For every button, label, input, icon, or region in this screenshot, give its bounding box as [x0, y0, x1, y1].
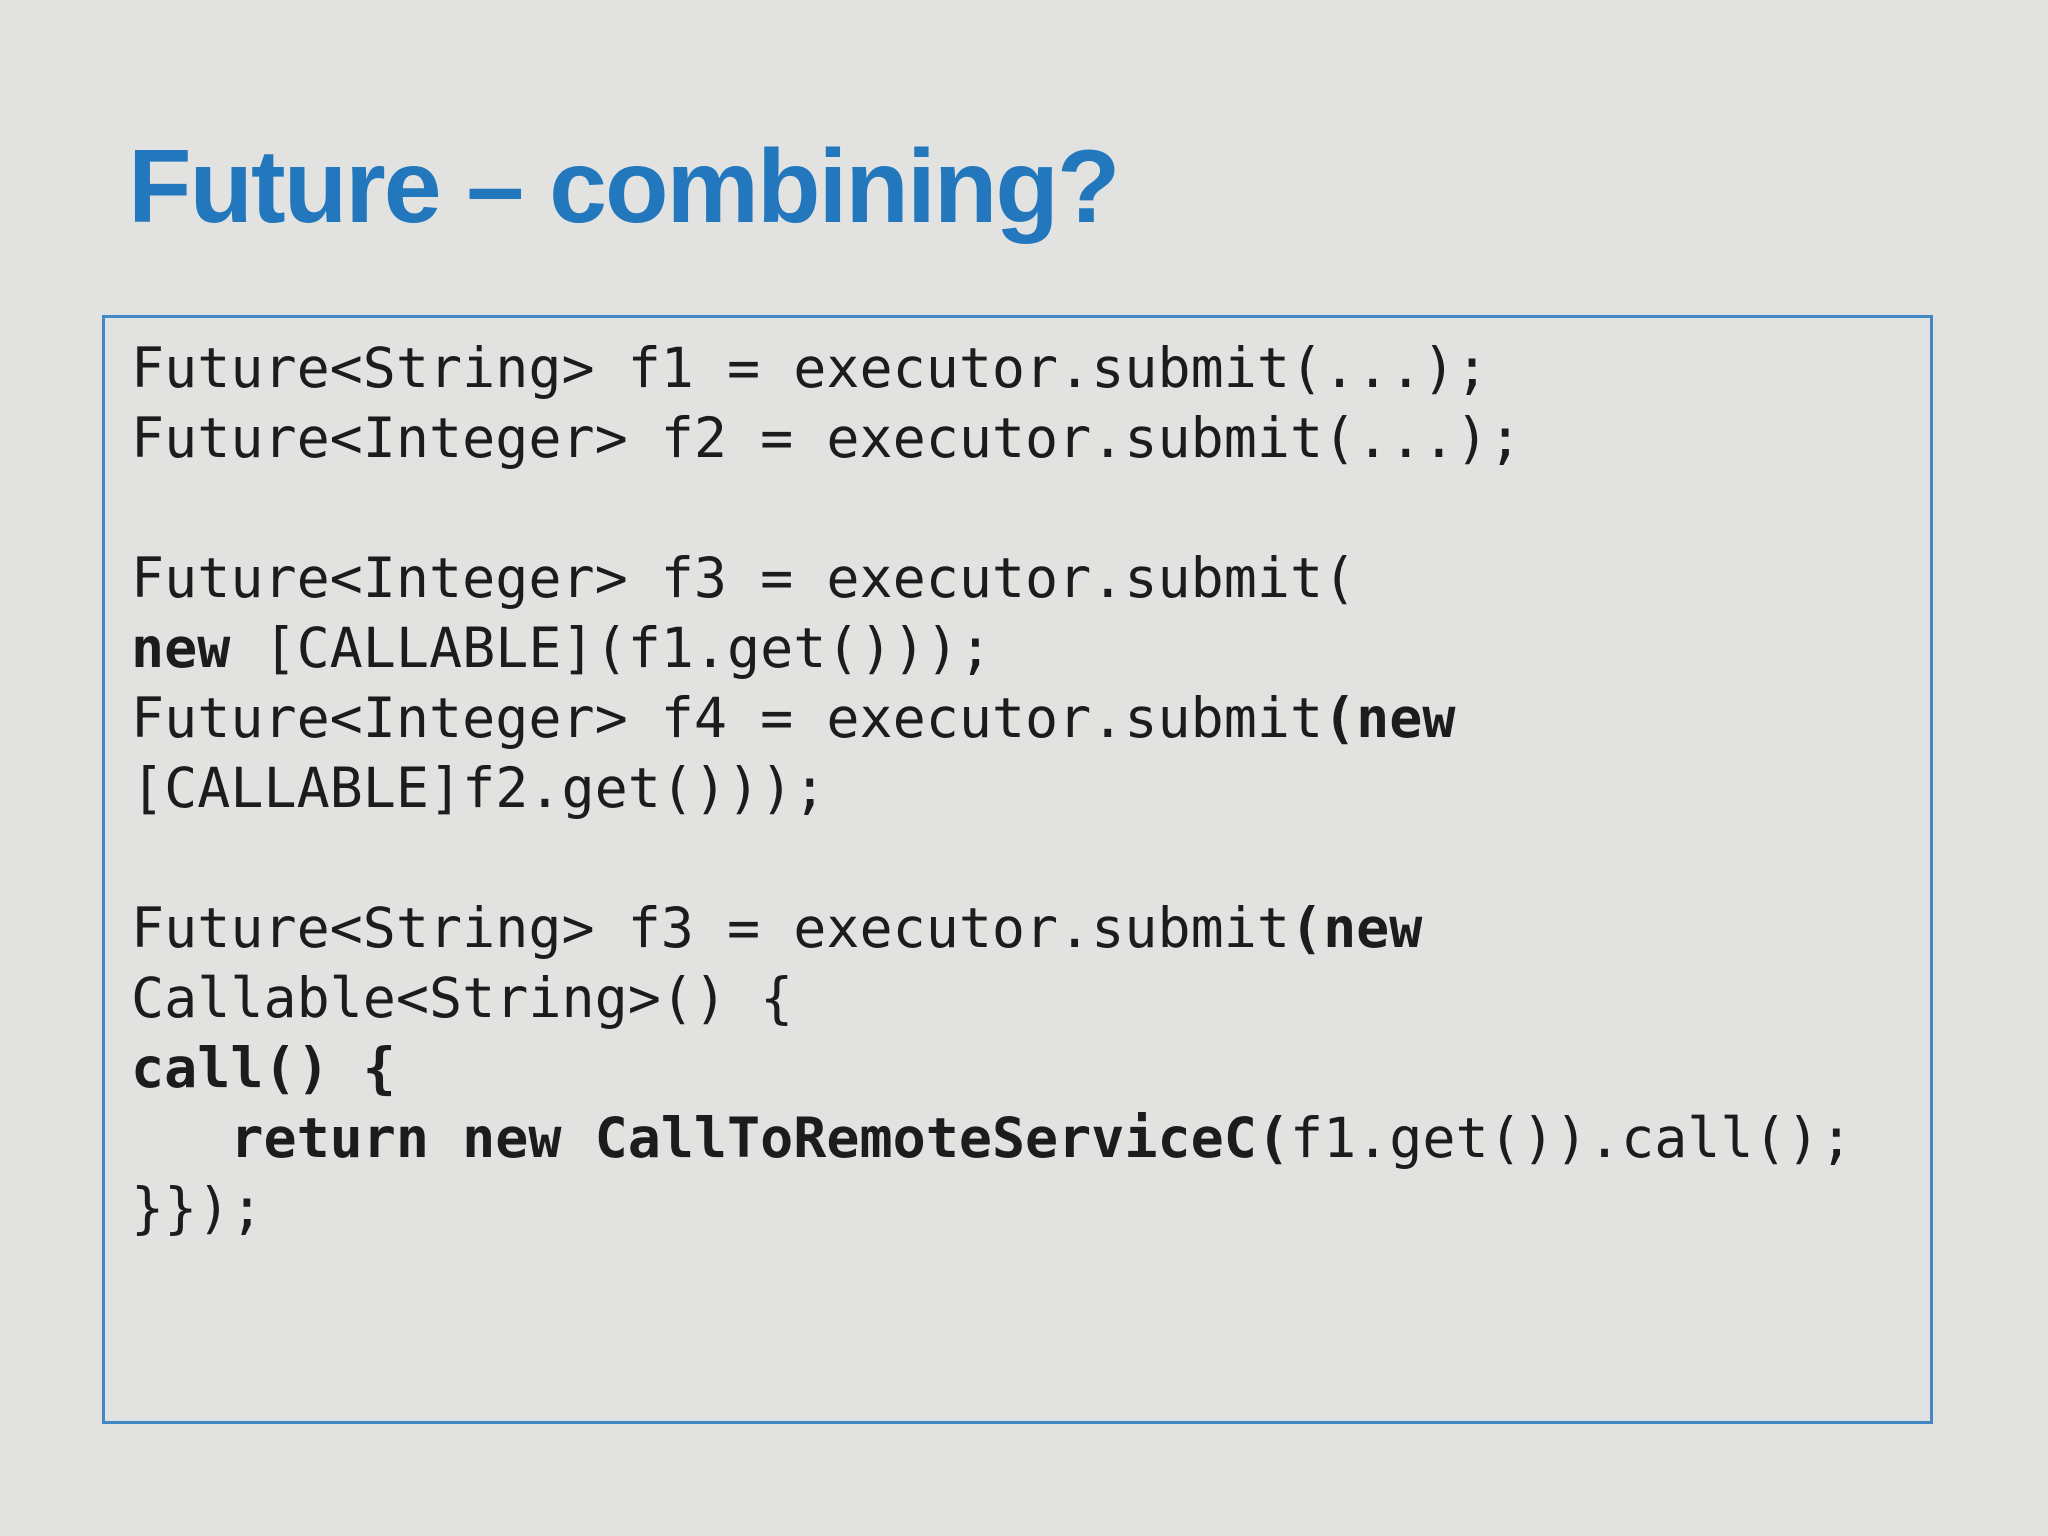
code-segment: (new [1323, 686, 1456, 750]
code-segment: call() { [131, 1036, 396, 1100]
code-segment: Future<Integer> f2 = executor.submit(...… [131, 406, 1522, 470]
code-segment: f1.get()).call(); [1289, 1106, 1853, 1170]
code-line [131, 473, 1920, 543]
code-line: [CALLABLE]f2.get())); [131, 753, 1920, 823]
code-segment: }}); [131, 1176, 264, 1240]
code-segment: Future<String> f3 = executor.submit [131, 896, 1290, 960]
code-segment: Future<Integer> f4 = executor.submit [131, 686, 1324, 750]
code-segment [131, 1106, 230, 1170]
code-line: Future<Integer> f4 = executor.submit(new [131, 683, 1920, 753]
code-line: Future<String> f3 = executor.submit(new [131, 893, 1920, 963]
code-segment: [CALLABLE](f1.get())); [263, 616, 992, 680]
code-text: Future<String> f1 = executor.submit(...)… [105, 318, 1930, 1243]
code-segment: (new [1289, 896, 1423, 960]
code-line: }}); [131, 1173, 1920, 1243]
code-line: new [CALLABLE](f1.get())); [131, 613, 1920, 683]
code-line: call() { [131, 1033, 1920, 1103]
page-title: Future – combining? [128, 129, 1120, 245]
code-line: Future<Integer> f2 = executor.submit(...… [131, 403, 1920, 473]
code-line: return new CallToRemoteServiceC(f1.get()… [131, 1103, 1920, 1173]
code-block: Future<String> f1 = executor.submit(...)… [102, 315, 1933, 1424]
code-segment: return new CallToRemoteServiceC( [230, 1106, 1290, 1170]
code-segment: new [131, 616, 264, 680]
code-segment: Callable<String>() { [131, 966, 794, 1030]
code-line: Future<String> f1 = executor.submit(...)… [131, 333, 1920, 403]
code-line [131, 823, 1920, 893]
code-segment: Future<String> f1 = executor.submit(...)… [131, 336, 1489, 400]
code-segment: [CALLABLE]f2.get())); [131, 756, 827, 820]
code-segment: Future<Integer> f3 = executor.submit( [131, 546, 1357, 610]
code-line: Future<Integer> f3 = executor.submit( [131, 543, 1920, 613]
code-line: Callable<String>() { [131, 963, 1920, 1033]
